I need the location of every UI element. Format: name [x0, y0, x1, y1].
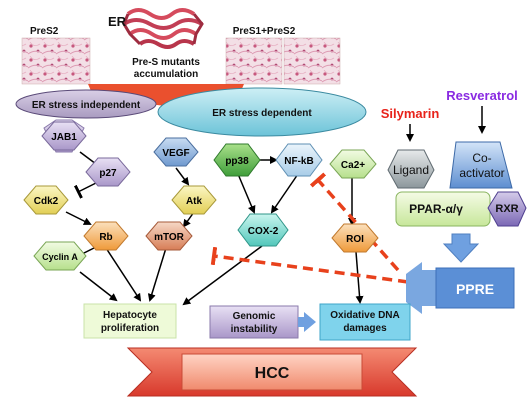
pathway-connectors [65, 151, 364, 306]
node-coactivator: Co- activator [449, 141, 513, 189]
inhibition-to-nfkb [309, 172, 400, 272]
er-stress-dependent-ellipse [157, 87, 367, 137]
node-cyclin-a: Cyclin A [33, 241, 87, 271]
rxr-label: RXR [495, 203, 518, 215]
cox2-label: COX-2 [248, 226, 279, 237]
genomic-label-line1: Genomic [233, 311, 276, 322]
node-cox2: COX-2 [237, 213, 289, 247]
ca2-label: Ca2+ [341, 160, 365, 171]
pres1-tissue-image-left [225, 37, 283, 85]
node-cdk2: Cdk2 [23, 185, 69, 215]
hepatocyte-proliferation-box: Hepatocyte proliferation [83, 303, 177, 339]
jab1-label: JAB1 [51, 132, 77, 143]
down-block-arrow [442, 233, 480, 263]
mtor-label: mTOR [154, 232, 185, 243]
node-mtor: mTOR [145, 221, 193, 251]
ligand-label: Ligand [393, 163, 429, 177]
vegf-label: VEGF [162, 148, 189, 159]
silymarin-label: Silymarin [381, 106, 440, 121]
node-roi: ROI [331, 223, 379, 253]
node-jab1: JAB1 [41, 119, 87, 153]
node-pp38: pp38 [213, 143, 261, 177]
node-rb: Rb [83, 221, 129, 251]
oxidative-label-line1: Oxidative DNA [330, 310, 399, 321]
er-organelle-icon [122, 8, 204, 49]
cyclin-a-label: Cyclin A [42, 252, 78, 262]
pp38-label: pp38 [225, 156, 249, 167]
ppar-receptor: PPAR-α/γ [395, 191, 491, 227]
rb-label: Rb [99, 232, 112, 243]
er-stress-independent-ellipse [15, 89, 157, 119]
roi-label: ROI [346, 234, 364, 245]
resveratrol-label: Resveratrol [446, 88, 518, 103]
coactivator-label-line2: activator [459, 166, 504, 180]
genomic-label-line2: instability [231, 324, 278, 335]
er-stress-dependent-label: ER stress dependent [212, 108, 312, 119]
node-rxr: RXR [487, 191, 527, 227]
node-atk: Atk [171, 185, 217, 215]
oxidative-label-line2: damages [343, 323, 387, 334]
pres-mutants-label: Pre-S mutants [132, 57, 200, 68]
node-nfkb: NF-kB [275, 143, 323, 177]
pres2-label: PreS2 [30, 26, 59, 37]
pres1-tissue-image-right [283, 37, 341, 85]
genomic-instability-box: Genomic instability [209, 305, 299, 339]
node-ligand: Ligand [387, 149, 435, 189]
nfkb-label: NF-kB [284, 156, 313, 167]
oxidative-dna-damages-box: Oxidative DNA damages [319, 303, 411, 341]
node-vegf: VEGF [153, 137, 199, 167]
hepatocyte-label-line2: proliferation [101, 323, 159, 334]
hcc-banner: HCC [126, 347, 418, 397]
p27-label: p27 [99, 168, 117, 179]
atk-label: Atk [186, 196, 203, 207]
ppre-element: PPRE [406, 262, 515, 314]
coactivator-label-line1: Co- [472, 151, 491, 165]
ppar-label: PPAR-α/γ [409, 202, 463, 216]
pres1-pres2-label: PreS1+PreS2 [233, 26, 296, 37]
hcc-label: HCC [255, 365, 290, 382]
node-p27: p27 [85, 157, 131, 187]
left-block-arrow [298, 312, 316, 332]
hepatocyte-label-line1: Hepatocyte [103, 310, 157, 321]
right-connectors [406, 106, 486, 142]
pres2-tissue-image [21, 37, 91, 85]
ppre-label: PPRE [456, 281, 494, 297]
er-label: ER [108, 14, 127, 29]
pres-accumulation-label: accumulation [134, 69, 198, 80]
node-ca2: Ca2+ [329, 149, 377, 179]
inhibition-to-mtor [210, 246, 409, 284]
cdk2-label: Cdk2 [34, 196, 59, 207]
inhibition-arrows [210, 172, 409, 284]
er-stress-independent-label: ER stress independent [32, 100, 141, 111]
